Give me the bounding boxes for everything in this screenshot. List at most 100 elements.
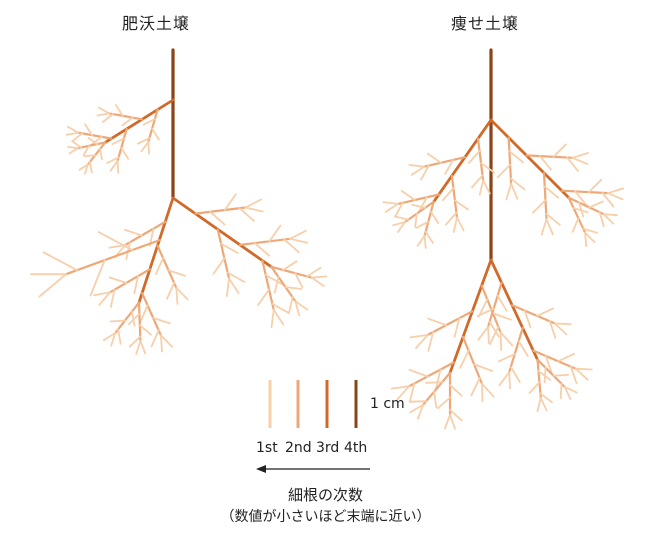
root-segment-order-1 [480, 382, 484, 403]
root-segment-order-1 [499, 331, 514, 347]
root-segment-order-1 [509, 177, 526, 191]
root-segment-order-3 [448, 258, 493, 375]
root-segment-order-1 [120, 146, 130, 160]
root-segment-order-1 [587, 178, 603, 194]
axis-label-root-order: 細根の次数 [287, 486, 363, 504]
root-segment-order-1 [539, 397, 548, 412]
root-segment-order-1 [552, 143, 567, 158]
root-segment-order-1 [382, 201, 399, 205]
root-segment-order-3 [489, 118, 571, 200]
root-segment-order-3 [137, 196, 175, 305]
root-segment-order-2 [560, 189, 609, 195]
root-system-poor-soil [382, 48, 625, 430]
root-segment-order-2 [426, 310, 474, 336]
root-segment-order-1 [540, 218, 548, 236]
title-poor-soil: 痩せ土壌 [451, 14, 520, 33]
root-segment-order-1 [310, 275, 328, 279]
root-segment-order-2 [422, 156, 466, 168]
root-segment-order-1 [453, 317, 461, 338]
root-segment-order-1 [147, 140, 151, 155]
root-segment-order-1 [392, 221, 406, 227]
root-segment-order-2 [147, 108, 159, 143]
root-segment-order-1 [409, 403, 424, 414]
root-segment-order-2 [476, 137, 485, 182]
root-segment-order-1 [110, 288, 116, 308]
root-segment-order-1 [257, 288, 270, 307]
root-segment-order-1 [598, 211, 605, 228]
root-segment-order-1 [294, 300, 301, 317]
root-segment-order-1 [89, 160, 93, 174]
root-segment-order-1 [606, 187, 625, 195]
title-fertile-soil: 肥沃土壌 [122, 14, 191, 33]
root-segment-order-1 [167, 269, 187, 277]
root-segment-order-1 [384, 202, 399, 213]
root-segment-order-2 [542, 171, 548, 221]
root-segment-order-2 [487, 281, 503, 328]
root-segment-order-1 [83, 154, 96, 158]
root-segment-order-1 [420, 164, 430, 181]
legend-scale-bars [268, 380, 358, 428]
root-segment-order-1 [578, 201, 585, 218]
root-segment-order-1 [268, 224, 282, 243]
root-segment-order-1 [288, 296, 294, 314]
root-segment-order-1 [496, 163, 512, 179]
root-segment-order-3 [171, 196, 273, 269]
root-segment-order-1 [166, 281, 176, 300]
root-segment-order-1 [154, 257, 165, 275]
root-segment-order-1 [152, 316, 171, 325]
root-segment-order-1 [574, 367, 593, 371]
root-segment-order-2 [567, 196, 587, 234]
root-segment-order-1 [409, 333, 429, 339]
root-segment-order-2 [270, 265, 313, 279]
root-segment-order-1 [553, 322, 572, 326]
root-segment-order-2 [421, 371, 452, 406]
axis-note: （数値が小さいほど末端に近い） [220, 509, 431, 525]
root-segment-order-2 [76, 141, 107, 150]
root-segment-order-1 [459, 349, 470, 369]
root-segment-order-1 [121, 116, 134, 127]
root-segment-order-1 [225, 277, 230, 297]
root-segment-order-1 [96, 112, 110, 117]
root-segment-order-1 [545, 218, 554, 236]
root-segment-order-1 [427, 317, 448, 327]
root-segment-order-1 [93, 291, 111, 297]
root-segment-order-1 [468, 149, 481, 164]
root-segment-order-1 [283, 238, 300, 254]
root-segment-order-1 [71, 140, 82, 149]
root-segment-order-1 [566, 156, 579, 173]
root-segment-order-1 [571, 152, 589, 159]
root-segment-order-3 [103, 98, 175, 144]
root-segment-order-1 [71, 132, 83, 143]
root-segment-order-1 [487, 325, 490, 344]
root-segment-order-1 [449, 413, 456, 430]
root-segment-order-2 [86, 141, 107, 166]
root-segment-order-1 [477, 298, 489, 318]
root-segment-order-1 [539, 392, 553, 404]
root-segment-order-1 [409, 400, 428, 403]
root-segment-order-1 [426, 152, 442, 164]
root-segment-order-1 [437, 396, 451, 410]
root-segment-order-2 [507, 136, 513, 185]
root-segment-order-1 [136, 137, 151, 145]
root-segment-order-1 [411, 203, 427, 209]
root-segment-order-1 [282, 260, 298, 271]
root-segment-order-1 [543, 366, 547, 384]
root-segment-order-1 [449, 384, 463, 397]
root-segment-order-1 [223, 193, 237, 211]
root-segment-order-1 [102, 113, 114, 123]
root-segment-order-1 [410, 165, 425, 176]
root-segment-order-1 [273, 275, 280, 294]
root-segment-order-1 [416, 234, 426, 247]
root-segment-order-1 [108, 276, 128, 284]
root-segment-order-2 [408, 361, 455, 388]
root-segment-order-1 [394, 215, 410, 221]
root-segment-order-1 [244, 206, 264, 213]
root-segment-order-1 [310, 276, 325, 288]
root-segment-order-2 [238, 237, 292, 246]
root-segment-order-1 [106, 156, 120, 164]
root-segment-order-1 [517, 340, 529, 357]
root-segment-order-3 [432, 118, 493, 204]
root-segment-order-1 [294, 272, 304, 289]
root-segment-order-1 [444, 159, 454, 175]
root-segment-order-1 [139, 304, 149, 323]
